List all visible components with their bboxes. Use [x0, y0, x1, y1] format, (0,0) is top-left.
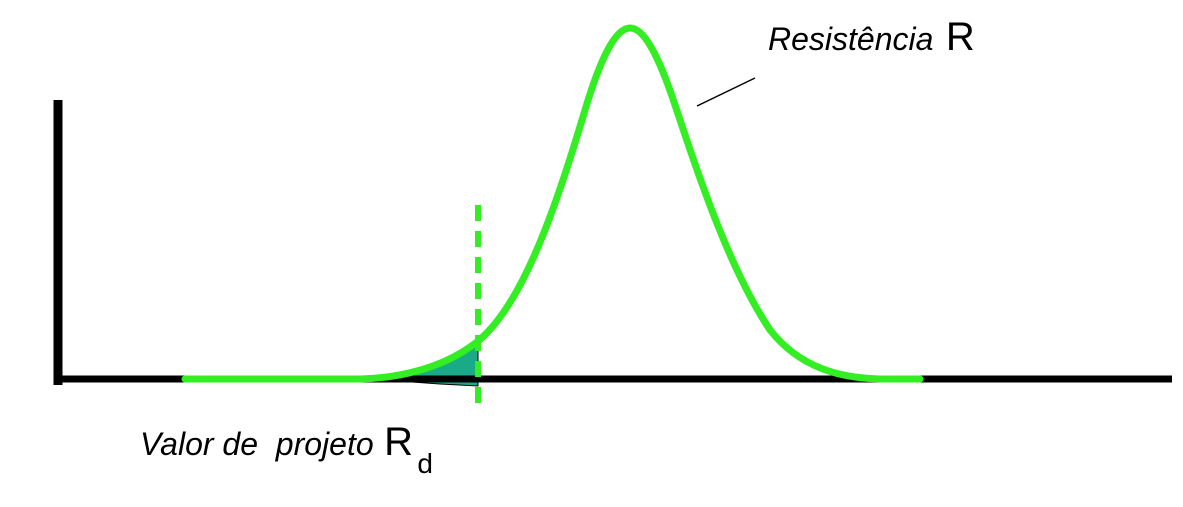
curve-label-leader-line: [696, 77, 756, 107]
design-value-label-symbol: R: [384, 420, 413, 464]
design-value-label-text: Valor de projeto: [140, 426, 374, 462]
design-value-label: Valor de projeto R d: [140, 420, 433, 479]
resistance-distribution-curve: [181, 24, 924, 383]
design-value-label-subscript: d: [417, 448, 433, 479]
curve-label-text: Resistência: [768, 21, 933, 57]
curve-label: Resistência R: [768, 15, 975, 59]
curve-label-symbol: R: [946, 15, 975, 59]
